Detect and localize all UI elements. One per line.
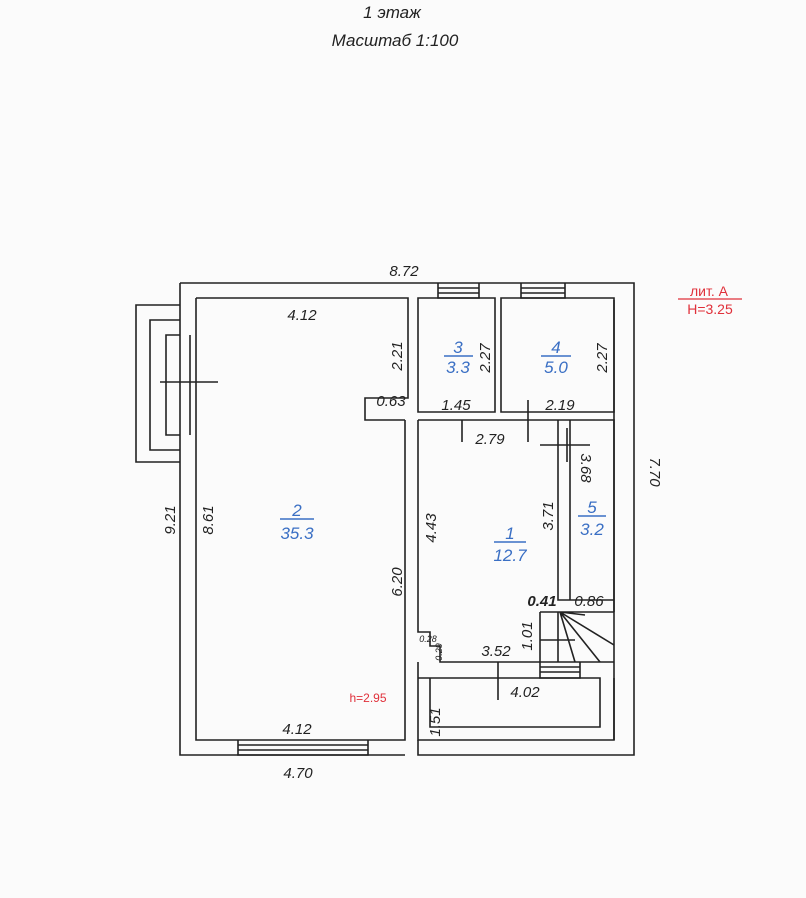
svg-text:5: 5 (587, 498, 597, 517)
svg-text:35.3: 35.3 (280, 524, 314, 543)
dim-086: 0.86 (574, 593, 604, 610)
dim-028: 0.28 (419, 634, 437, 644)
svg-text:5.0: 5.0 (544, 358, 568, 377)
svg-text:12.7: 12.7 (493, 546, 527, 565)
dim-041: 0.41 (527, 593, 556, 610)
plan-scale: Масштаб 1:100 (332, 31, 459, 50)
dim-top-total: 8.72 (389, 263, 419, 280)
dim-r2-right-lower: 6.20 (389, 567, 406, 597)
svg-text:2: 2 (291, 501, 302, 520)
svg-text:3: 3 (453, 338, 463, 357)
dim-r2-bottom: 4.12 (282, 721, 312, 738)
room-5-label: 5 3.2 (578, 498, 606, 539)
dim-left-total: 9.21 (162, 505, 179, 534)
dim-corridor-height: 1.51 (427, 707, 444, 736)
room-1-label: 1 12.7 (493, 524, 527, 565)
room-2-label: 2 35.3 (280, 501, 314, 543)
dim-r4-height: 2.27 (594, 343, 611, 374)
room-2-height: h=2.95 (349, 691, 386, 705)
room-4-label: 4 5.0 (541, 338, 571, 377)
room-3-label: 3 3.3 (444, 338, 473, 377)
svg-text:4: 4 (551, 338, 560, 357)
staircase (539, 611, 615, 663)
walls (179, 282, 635, 756)
dim-r4-width: 2.19 (544, 397, 575, 414)
plan-title: 1 этаж (363, 3, 422, 22)
dim-029: 0.29 (434, 643, 444, 661)
dim-corridor-width: 4.02 (510, 684, 540, 701)
dim-r3-height: 2.27 (477, 343, 494, 374)
dim-101: 1.01 (519, 621, 536, 650)
dim-bottom-total: 4.70 (283, 765, 313, 782)
svg-text:1: 1 (505, 524, 514, 543)
dim-r1-left: 4.43 (423, 513, 440, 543)
balcony (135, 304, 218, 463)
dim-r5-height: 3.68 (577, 453, 594, 483)
dim-right-total: 7.70 (646, 457, 663, 487)
dim-r1-right: 3.71 (540, 501, 557, 530)
dimension-ticks (461, 400, 590, 700)
dim-r2-top: 4.12 (287, 307, 317, 324)
windows (237, 283, 581, 756)
dim-r1-bottom: 3.52 (481, 643, 511, 660)
dim-r3-width: 1.45 (441, 397, 471, 414)
dim-r2-left: 8.61 (200, 505, 217, 534)
svg-text:3.3: 3.3 (446, 358, 470, 377)
dim-r2-right-upper: 2.21 (389, 341, 406, 371)
lit-name: лит. А (690, 283, 729, 299)
svg-text:3.2: 3.2 (580, 520, 604, 539)
dim-wall-063: 0.63 (376, 393, 406, 410)
lit-height: H=3.25 (687, 301, 733, 317)
dim-r1-top: 2.79 (474, 431, 505, 448)
